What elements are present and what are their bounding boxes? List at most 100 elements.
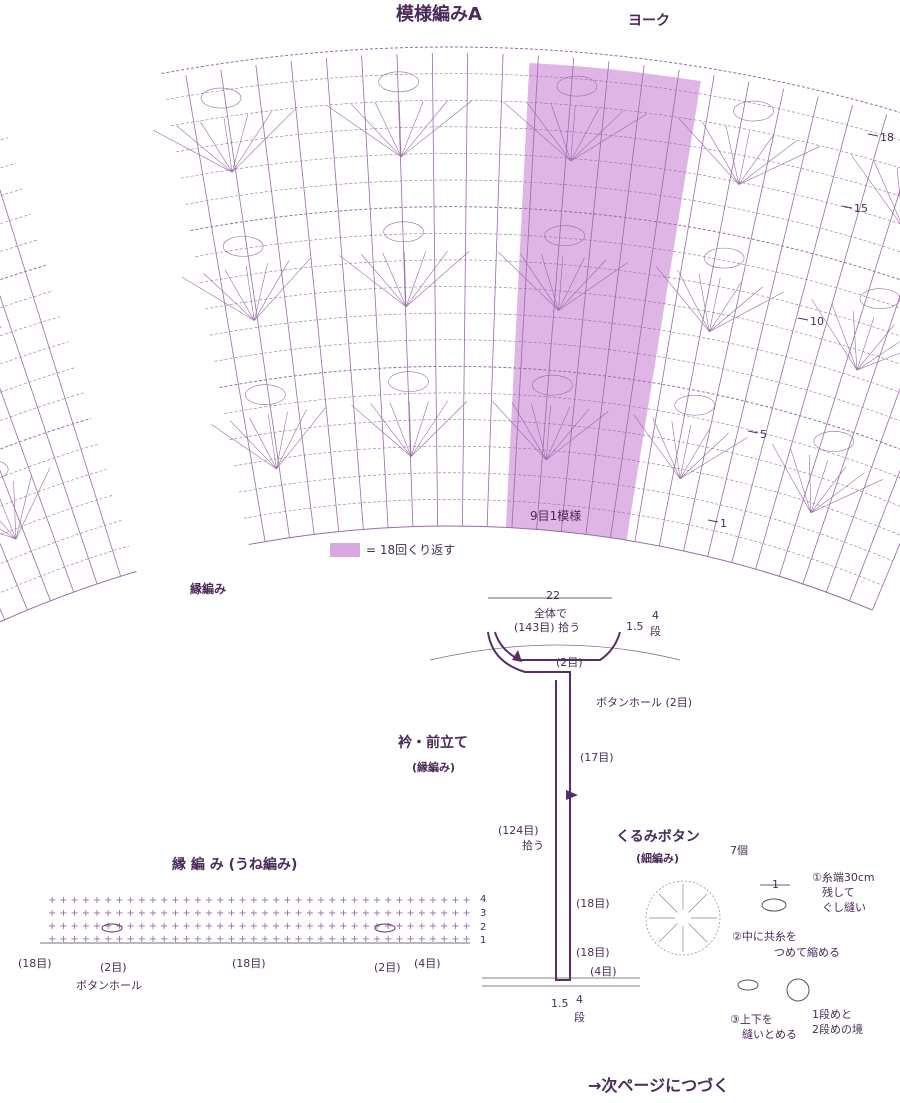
- rib-stitch: +: [48, 908, 56, 919]
- rib-stitch: +: [261, 895, 269, 906]
- buttonhole-loop: [101, 923, 123, 933]
- step3-line1: ③上下を: [730, 1013, 773, 1026]
- pineapple-stroke: [511, 402, 547, 461]
- rib-stitch: +: [406, 895, 414, 906]
- pineapple-stroke: [497, 251, 559, 311]
- button-drawing: [645, 880, 810, 1002]
- pineapple-stroke: [852, 311, 858, 371]
- rib-stitch: +: [115, 895, 123, 906]
- pineapple-stroke: [224, 269, 255, 321]
- pineapple-stroke: [633, 414, 681, 479]
- repeat-label: 9目1模様: [530, 509, 582, 523]
- rib-stitch: +: [238, 921, 246, 932]
- button-spoke: [658, 923, 678, 943]
- rib-stitch: +: [362, 908, 370, 919]
- pineapple-stroke: [410, 400, 449, 457]
- chain-loop: [383, 221, 424, 243]
- rib-stitch: +: [350, 921, 358, 932]
- pineapple-stroke: [856, 317, 875, 371]
- stitch-18a: (18目): [576, 897, 610, 910]
- rib-stitch: +: [429, 908, 437, 919]
- rib-stitch: +: [160, 895, 168, 906]
- rib-stitch: +: [462, 921, 470, 932]
- pineapple-stroke: [856, 352, 900, 371]
- pineapple-stroke: [405, 251, 427, 307]
- rib-stitch: +: [395, 908, 403, 919]
- pineapple-stroke: [231, 108, 296, 173]
- pineapple-stroke: [558, 255, 564, 311]
- pickup-side1: (124目): [498, 824, 539, 837]
- rib-stitch: +: [294, 934, 302, 945]
- rib-stitch: +: [115, 908, 123, 919]
- pineapple-stroke: [410, 401, 429, 457]
- rib-stitch: +: [373, 908, 381, 919]
- rib-stitch: +: [82, 921, 90, 932]
- yoke-label: ヨーク: [628, 13, 670, 29]
- rib-stitch: +: [328, 908, 336, 919]
- rib-stitch: +: [115, 934, 123, 945]
- row-arc: [176, 126, 900, 197]
- pineapple-stroke: [0, 528, 17, 540]
- chain-loop: [378, 71, 419, 93]
- rib-stitch: +: [70, 921, 78, 932]
- height-top: 1.5: [626, 620, 644, 633]
- border-line1: 1段めと: [812, 1008, 852, 1021]
- edge-title: 縁 編 み (うね編み): [172, 857, 298, 873]
- rib-stitch: +: [283, 921, 291, 932]
- rib-stitch: +: [406, 908, 414, 919]
- rib-stitch: +: [306, 895, 314, 906]
- edge-count: (18目): [232, 957, 266, 970]
- pineapple-stroke: [200, 121, 233, 173]
- pineapple-stroke: [276, 411, 288, 469]
- chain-loop: [733, 100, 774, 122]
- rib-stitch: +: [362, 934, 370, 945]
- pineapple-stroke: [15, 474, 32, 540]
- row-arc: [243, 499, 883, 586]
- front-band: [487, 631, 571, 981]
- rib-stitch: +: [429, 895, 437, 906]
- rib-stitch: +: [149, 908, 157, 919]
- step1-drawing: [761, 898, 787, 912]
- column-line: [658, 81, 750, 547]
- rib-stitch: +: [317, 908, 325, 919]
- rib-stitch: +: [317, 934, 325, 945]
- rib-stitch: +: [59, 895, 67, 906]
- rib-stitch: +: [306, 908, 314, 919]
- rib-stitch: +: [227, 908, 235, 919]
- row-arc: [239, 472, 893, 562]
- row-pointer: [867, 133, 879, 137]
- edge-row-number: 4: [480, 894, 487, 905]
- pineapple-stroke: [327, 105, 402, 158]
- row-arc: [0, 570, 137, 623]
- rib-stitch: +: [160, 934, 168, 945]
- rib-stitch: +: [70, 908, 78, 919]
- row-arc: [195, 233, 900, 309]
- rib-stitch: +: [406, 921, 414, 932]
- row-arc: [0, 316, 61, 337]
- pineapple-stroke: [738, 135, 774, 185]
- edge-count: (2目): [374, 961, 401, 974]
- rib-stitch: +: [59, 921, 67, 932]
- edge-label: 縁編み: [190, 582, 227, 596]
- rib-stitch: +: [82, 934, 90, 945]
- yoke-edge: [429, 644, 681, 661]
- edge-count: (4目): [414, 957, 441, 970]
- row-pointer: [747, 430, 759, 434]
- pickup-side2: 拾う: [522, 839, 544, 852]
- pineapple-stroke: [856, 341, 900, 371]
- column-line: [825, 387, 900, 593]
- column-line: [731, 105, 853, 563]
- row-arc: [200, 259, 900, 337]
- rib-stitch: +: [216, 908, 224, 919]
- row-arc: [0, 290, 54, 309]
- pineapple-stroke: [375, 102, 402, 157]
- row-arc: [0, 239, 39, 253]
- row-arc: [161, 46, 900, 113]
- step1-line1: ①糸端30cm: [812, 871, 875, 884]
- column-line: [431, 53, 439, 527]
- rib-stitch: +: [339, 934, 347, 945]
- column-line: [0, 542, 28, 611]
- pineapple-stroke: [254, 260, 290, 321]
- rib-stitch: +: [373, 934, 381, 945]
